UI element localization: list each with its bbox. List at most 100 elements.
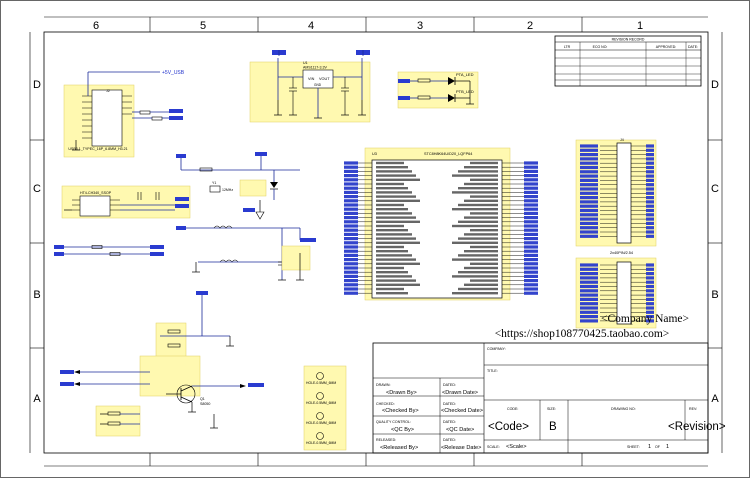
resistor-network <box>54 245 164 256</box>
mcu-right-pin-name <box>470 229 498 232</box>
mcu-left-net-tag <box>344 228 358 232</box>
header-left-net-tag <box>580 226 598 230</box>
scale-value: <Scale> <box>506 444 527 450</box>
mcu-left-net-tag <box>344 266 358 270</box>
scale-label: SCALE: <box>487 445 500 449</box>
mcu-right-pin-name <box>464 216 498 219</box>
header2-left-net-tag <box>580 289 598 293</box>
ch340-block: HT4-CH340_SSOP Y1 12MHz <box>61 181 233 219</box>
mcu-left-pin-name <box>376 237 416 240</box>
sheet-total: 1 <box>666 444 669 450</box>
mcu-right-net-tag <box>524 224 538 228</box>
mcu-left-pin-name <box>376 262 420 265</box>
size-label: SIZE: <box>547 407 556 411</box>
mcu-left-pin-name <box>376 245 404 249</box>
checked-dated-value: <Checked Date> <box>441 408 483 414</box>
drawn-dated-value: <Drawn Date> <box>442 390 478 396</box>
crystal-ref: Y1 <box>212 181 216 185</box>
header-ref: J4 <box>620 138 624 142</box>
mcu-left-pin-name <box>376 220 420 223</box>
hole-4-label: HOLE-0.5MM_6MM <box>306 441 336 445</box>
border-column-ticks <box>29 16 723 467</box>
mcu-right-pin-name <box>452 224 498 228</box>
revision-record-table: REVISION RECORD LTR ECO NO: APPROVED: DA… <box>554 35 702 87</box>
mcu-right-net-tag <box>524 270 538 274</box>
mcu-right-pin-name <box>470 195 498 198</box>
revision-header-eco: ECO NO: <box>593 45 608 49</box>
released-dated-value: <Release Date> <box>441 445 481 451</box>
mcu-right-net-tag <box>524 178 538 182</box>
hole-3-label: HOLE-0.5MM_6MM <box>306 421 336 425</box>
qc-dated-label: DATED: <box>443 420 456 424</box>
mcu-left-net-tag <box>344 178 358 182</box>
mcu-right-pin-name <box>464 166 498 169</box>
header2-right-net-tag <box>646 315 654 319</box>
header2-left-net-tag <box>580 284 598 289</box>
regulator-name: AMS1117-3.3V <box>303 66 327 70</box>
released-dated-label: DATED: <box>443 438 456 442</box>
mcu-right-pin-name <box>458 187 498 190</box>
header-left-net-tag <box>580 191 598 195</box>
mcu-right-net-tag <box>524 287 538 291</box>
row-label-b-left: B <box>33 289 40 301</box>
mcu-right-net-tag <box>524 216 538 220</box>
header2-block <box>575 257 657 329</box>
mcu-left-pin-name <box>376 224 404 228</box>
drawn-value: <Drawn By> <box>386 390 417 396</box>
header-right-net-tag <box>646 153 654 157</box>
shop-url-watermark: <https://shop108770425.taobao.com> <box>495 328 670 340</box>
header-left-net-tag <box>580 200 598 204</box>
led-ptb-name: PTB_LED <box>456 89 474 94</box>
mcu-left-pin-name <box>376 208 408 211</box>
row-label-c-right: C <box>711 183 719 195</box>
header-right-net-tag <box>646 148 654 152</box>
checked-dated-label: DATED: <box>443 402 456 406</box>
header2-right-net-tag <box>646 284 654 289</box>
mcu-right-pin-name <box>458 237 498 240</box>
row-label-b-right: B <box>711 289 718 301</box>
mcu-right-net-tag <box>524 220 538 224</box>
mcu-right-net-tag <box>524 199 538 203</box>
mcu-right-net-tag <box>524 258 538 262</box>
header-left-net-tag <box>580 153 598 157</box>
border-column-labels: 6 5 4 3 2 1 <box>93 20 643 32</box>
mcu-right-net-tag <box>524 186 538 190</box>
mcu-right-net-tag <box>524 182 538 186</box>
column-label-2: 2 <box>527 20 533 32</box>
usb-ref-label: J2 <box>106 89 110 93</box>
mcu-right-net-tag <box>524 174 538 178</box>
header2-left-net-tag <box>580 315 598 319</box>
column-label-4: 4 <box>308 20 314 32</box>
column-label-3: 3 <box>417 20 423 32</box>
rev-label: REV: <box>689 407 697 411</box>
mcu-left-pins <box>344 161 420 295</box>
mcu-left-pin-name <box>376 161 404 165</box>
border-row-labels: D C B A D C B A <box>33 79 719 405</box>
title-block: COMPANY: TITLE: DRAWN: <Drawn By> DATED:… <box>372 342 726 454</box>
mcu-left-net-tag <box>344 186 358 190</box>
mcu-left-pin-name <box>376 233 412 236</box>
mcu-right-pin-name <box>452 208 498 211</box>
header-left-net-tag <box>580 161 598 165</box>
mcu-left-net-tag <box>344 220 358 224</box>
header-left-net-tag <box>580 174 598 178</box>
transistor-ref: Q1 <box>200 397 205 401</box>
header-right-net-tag <box>646 230 654 234</box>
size-value: B <box>549 421 557 433</box>
header2-right-net-tag <box>646 302 654 306</box>
revision-header-date: DATE: <box>688 45 698 49</box>
mcu-right-pin-name <box>458 170 498 173</box>
mcu-left-pin-name <box>376 178 420 181</box>
mcu-left-pin-name <box>376 174 416 177</box>
header2-left-net-tag <box>580 306 598 310</box>
regulator-ref: U1 <box>303 61 308 65</box>
qc-dated-value: <QC Date> <box>446 427 474 433</box>
mcu-left-net-tag <box>344 169 358 173</box>
row-label-d-right: D <box>711 79 719 91</box>
mcu-name: STC8H8K64U/D20_LQFP64 <box>424 152 472 156</box>
mcu-left-pin-name <box>376 203 404 207</box>
header-left-net-tag <box>580 234 598 238</box>
mcu-left-pin-name <box>376 216 416 219</box>
mcu-left-net-tag <box>344 262 358 266</box>
usb-vbus-net-label: +5V_USB <box>162 70 185 76</box>
